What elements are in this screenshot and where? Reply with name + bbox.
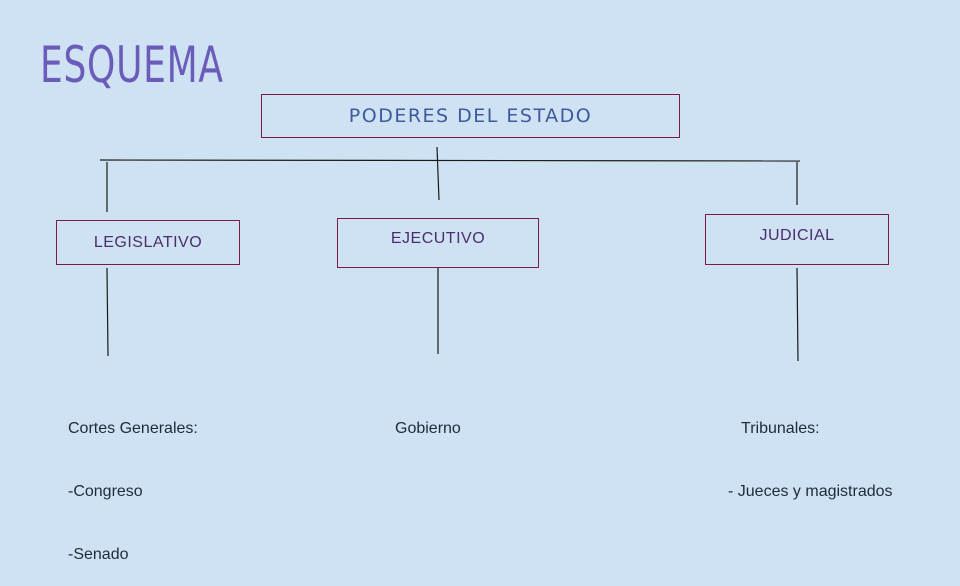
legislativo-details: Cortes Generales: -Congreso -Senado xyxy=(68,376,198,586)
node-legislativo-label: LEGISLATIVO xyxy=(93,233,203,251)
branch-line-legislativo xyxy=(106,267,109,357)
detail-line: Tribunales: xyxy=(728,420,820,437)
judicial-details: Tribunales: - Jueces y magistrados xyxy=(728,376,893,523)
node-legislativo: LEGISLATIVO xyxy=(56,220,240,265)
horizontal-bus xyxy=(99,159,801,162)
slide-title: ESQUEMA xyxy=(40,36,224,94)
root-stem xyxy=(436,146,440,201)
detail-line: Gobierno xyxy=(395,420,461,437)
node-ejecutivo-label: EJECUTIVO xyxy=(390,230,486,247)
detail-line: -Senado xyxy=(68,546,129,563)
connector-lines xyxy=(99,146,801,362)
ejecutivo-details: Gobierno xyxy=(395,376,461,460)
root-node-label: PODERES DEL ESTADO xyxy=(348,105,593,127)
node-judicial-label: JUDICIAL xyxy=(759,227,835,244)
branch-line-judicial xyxy=(796,267,799,362)
detail-line: Cortes Generales: xyxy=(68,420,198,437)
root-node-poderes-del-estado: PODERES DEL ESTADO xyxy=(261,94,680,138)
node-ejecutivo: EJECUTIVO xyxy=(337,218,539,268)
detail-line: -Congreso xyxy=(68,483,143,500)
detail-line: - Jueces y magistrados xyxy=(728,483,893,500)
node-judicial: JUDICIAL xyxy=(705,214,889,265)
